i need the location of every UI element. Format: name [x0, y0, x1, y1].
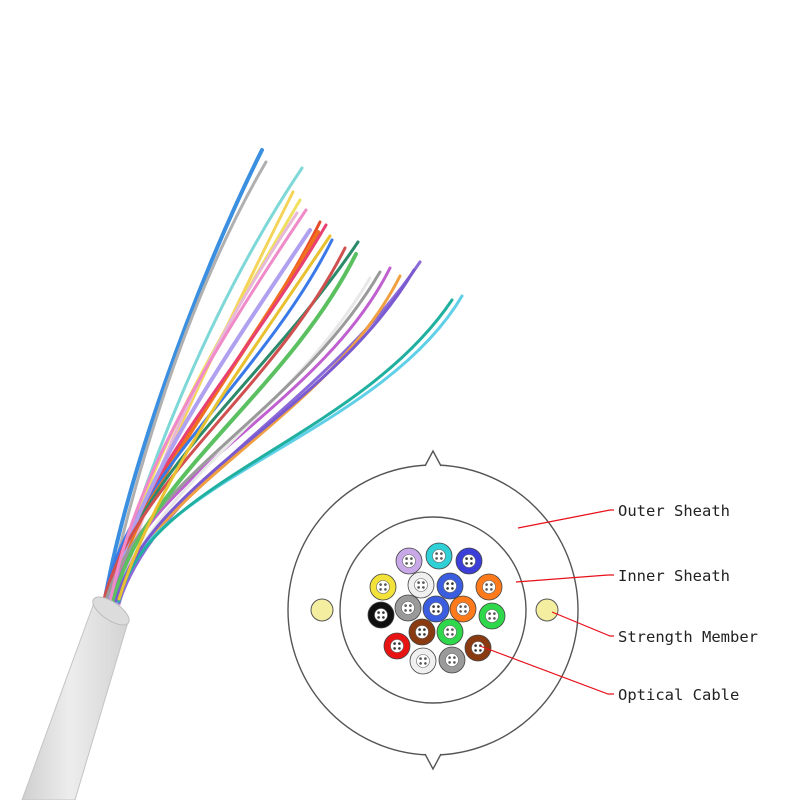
fiber-strand: [108, 208, 308, 607]
fiber-unit: [369, 573, 397, 601]
fiber-strand: [111, 252, 358, 605]
leader-inner-sheath: [515, 574, 614, 583]
fiber-unit: [449, 595, 477, 623]
leader-outer-sheath: [517, 509, 614, 529]
fiber-strand: [102, 238, 334, 603]
fiber-unit: [436, 572, 464, 600]
fiber-unit: [425, 542, 453, 570]
label-optical-cable: Optical Cable: [618, 686, 739, 704]
fiber-unit: [367, 601, 395, 629]
leader-lines: [479, 509, 614, 695]
fiber-strand: [117, 298, 454, 603]
fiber-unit: [475, 573, 503, 601]
leader-optical-cable: [479, 645, 614, 695]
fiber-strand: [117, 234, 332, 601]
fiber-strand: [102, 148, 264, 607]
top-notch-icon: [424, 449, 442, 467]
label-strength-member: Strength Member: [618, 628, 758, 646]
fiber-unit: [407, 571, 435, 599]
fiber-strand: [105, 270, 382, 599]
strength-member-right: [535, 598, 559, 622]
fiber-unit: [394, 594, 422, 622]
fiber-unit: [455, 547, 483, 575]
fiber-unit: [383, 632, 411, 660]
fiber-unit: [438, 646, 466, 674]
leader-strength-member: [551, 611, 614, 637]
fiber-unit: [422, 595, 450, 623]
fiber-unit: [478, 602, 506, 630]
label-inner-sheath: Inner Sheath: [618, 567, 730, 585]
fiber-unit: [464, 634, 492, 662]
strength-member-left: [310, 598, 334, 622]
fiber-unit: [395, 547, 423, 575]
fiber-strands: [102, 148, 464, 607]
bottom-notch-icon: [424, 753, 442, 771]
fiber-units: [367, 542, 506, 675]
fiber-unit: [409, 647, 437, 675]
fiber-unit: [408, 618, 436, 646]
fiber-unit: [436, 618, 464, 646]
label-outer-sheath: Outer Sheath: [618, 502, 730, 520]
cable-jacket: [21, 596, 130, 800]
cross-section: [287, 449, 579, 771]
